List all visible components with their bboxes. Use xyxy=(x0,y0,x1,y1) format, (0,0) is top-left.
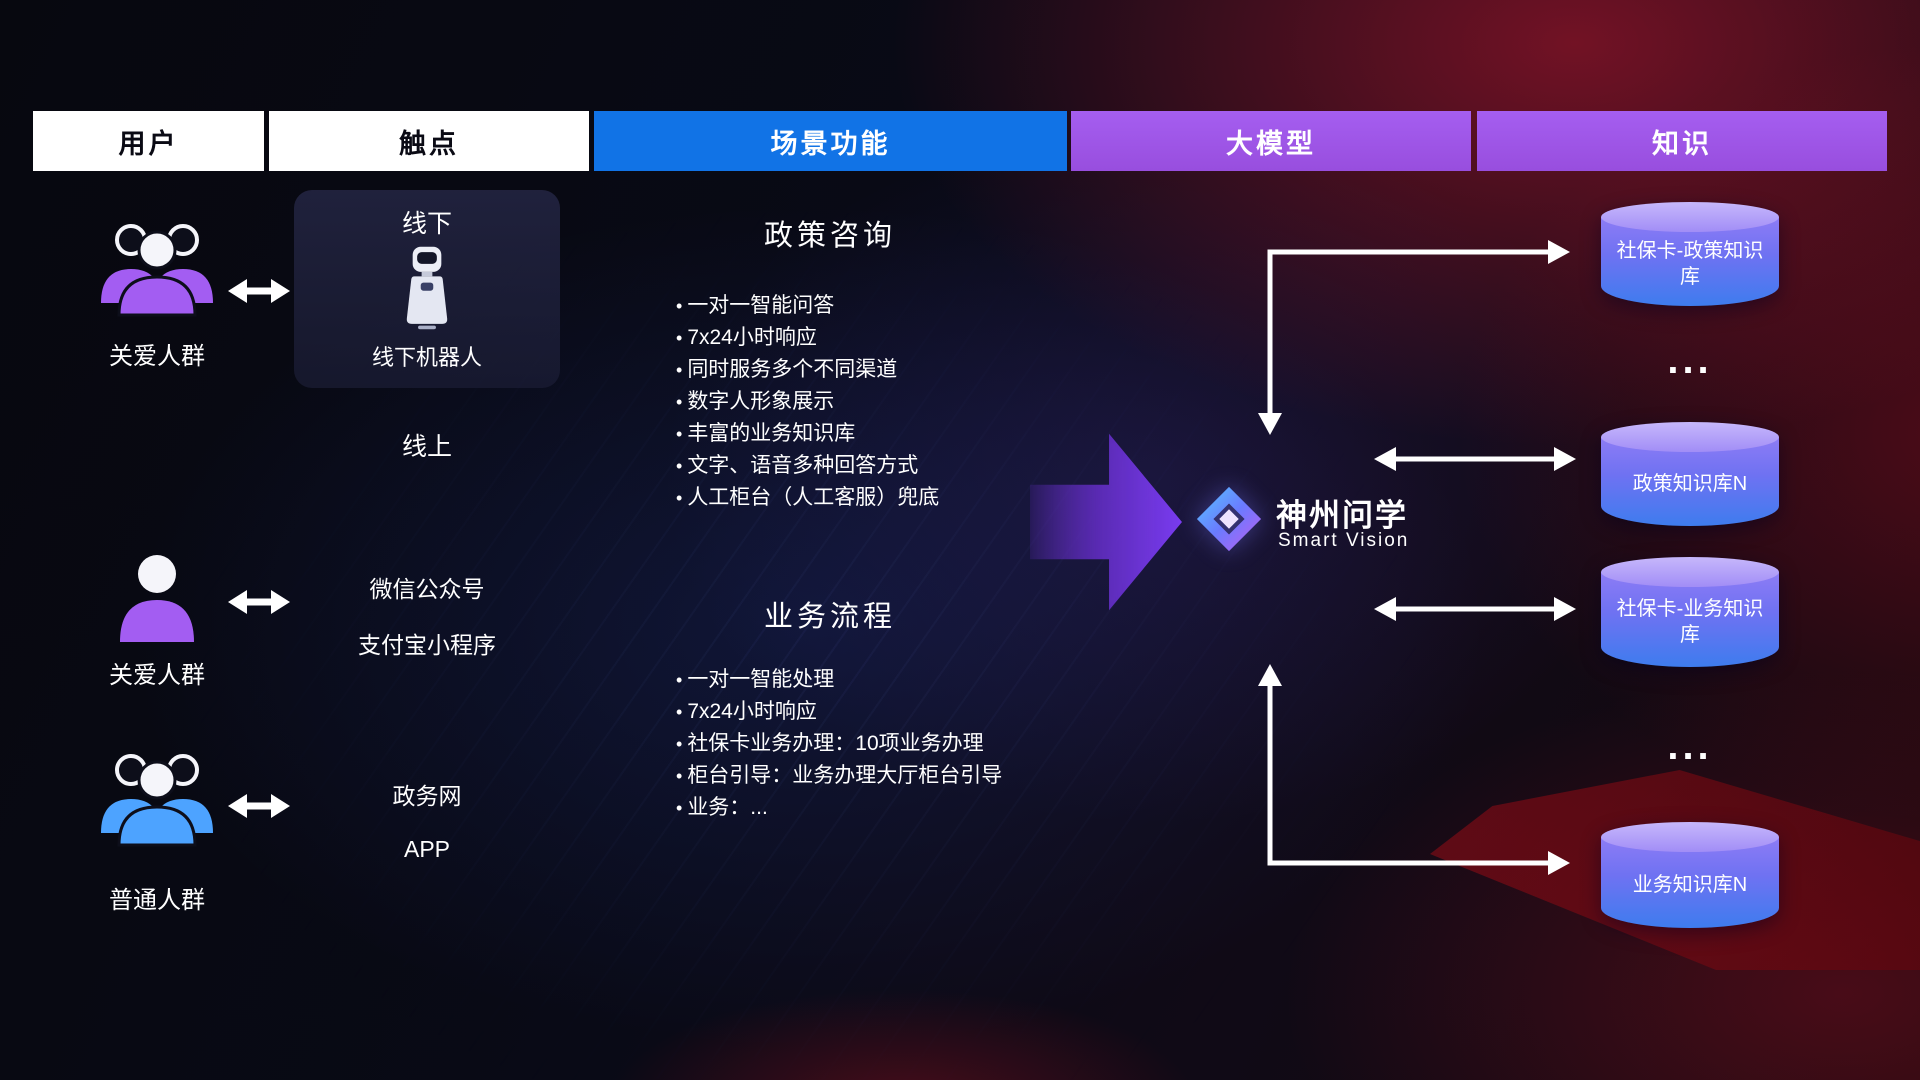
arrow-model-db3-icon xyxy=(1374,597,1576,621)
database-policy-sscard-icon: 社保卡-政策知识库 xyxy=(1601,202,1779,306)
group-users-purple-icon xyxy=(97,215,217,319)
feature-item: 数字人形象展示 xyxy=(676,386,939,418)
database-label: 社保卡-业务知识库 xyxy=(1616,598,1764,646)
database-policy-n-icon: 政策知识库N xyxy=(1601,422,1779,526)
channel-wechat: 微信公众号 xyxy=(369,576,485,602)
offline-touchpoint-card: 线下 线下机器人 xyxy=(294,190,560,388)
feature-item: 同时服务多个不同渠道 xyxy=(676,354,939,386)
arrow-model-db1-icon xyxy=(1258,240,1570,435)
scenario-business-title: 业务流程 xyxy=(763,601,897,633)
database-top xyxy=(1601,202,1779,232)
ellipsis-top: ... xyxy=(1667,338,1713,382)
channel-app: APP xyxy=(403,836,451,862)
column-header-model: 大模型 xyxy=(1071,111,1471,171)
flow-arrow-icon xyxy=(1030,433,1182,611)
scenario-policy-title: 政策咨询 xyxy=(763,220,897,252)
feature-item: 7x24小时响应 xyxy=(676,322,939,354)
feature-item: 业务：... xyxy=(676,792,1002,824)
database-business-sscard-icon: 社保卡-业务知识库 xyxy=(1601,557,1779,667)
database-top xyxy=(1601,557,1779,587)
channel-govweb: 政务网 xyxy=(392,783,462,809)
database-top xyxy=(1601,422,1779,452)
arrow-user3-touch-icon xyxy=(228,794,290,818)
column-header-users: 用户 xyxy=(33,111,264,171)
arrow-user2-touch-icon xyxy=(228,590,290,614)
offline-title: 线下 xyxy=(401,210,452,238)
database-body xyxy=(1601,837,1779,928)
column-header-touchpoints: 触点 xyxy=(269,111,589,171)
single-user-purple-icon xyxy=(112,548,202,644)
feature-item: 7x24小时响应 xyxy=(676,696,1002,728)
database-label: 政策知识库N xyxy=(1632,473,1748,495)
diamond-logo-icon xyxy=(1194,484,1264,554)
user-general-label: 普通人群 xyxy=(109,887,205,914)
database-business-n-icon: 业务知识库N xyxy=(1601,822,1779,928)
feature-item: 一对一智能处理 xyxy=(676,664,1002,696)
column-header-knowledge: 知识 xyxy=(1477,111,1887,171)
arrow-model-db4-icon xyxy=(1258,664,1570,875)
arrow-model-db2-icon xyxy=(1374,447,1576,471)
feature-item: 丰富的业务知识库 xyxy=(676,418,939,450)
database-label: 社保卡-政策知识库 xyxy=(1616,240,1764,288)
ellipsis-bottom: ... xyxy=(1667,724,1713,768)
online-title: 线上 xyxy=(401,433,453,461)
robot-icon xyxy=(398,245,456,336)
feature-item: 柜台引导：业务办理大厅柜台引导 xyxy=(676,760,1002,792)
feature-item: 社保卡业务办理：10项业务办理 xyxy=(676,728,1002,760)
user-single-label: 关爱人群 xyxy=(109,662,205,689)
database-label: 业务知识库N xyxy=(1632,874,1748,896)
model-name: 神州问学 xyxy=(1276,498,1408,533)
scenario-policy-list: 一对一智能问答 7x24小时响应 同时服务多个不同渠道 数字人形象展示 丰富的业… xyxy=(676,290,939,514)
channel-alipay: 支付宝小程序 xyxy=(358,632,496,658)
arrow-user1-touch-icon xyxy=(228,279,290,303)
feature-item: 人工柜台（人工客服）兜底 xyxy=(676,482,939,514)
column-header-scenarios: 场景功能 xyxy=(594,111,1067,171)
scenario-business-list: 一对一智能处理 7x24小时响应 社保卡业务办理：10项业务办理 柜台引导：业务… xyxy=(676,664,1002,824)
user-group-label: 关爱人群 xyxy=(109,343,205,370)
feature-item: 一对一智能问答 xyxy=(676,290,939,322)
group-users-blue-icon xyxy=(97,745,217,849)
offline-robot-label: 线下机器人 xyxy=(371,345,482,370)
model-subtitle: Smart Vision xyxy=(1278,530,1410,551)
database-body xyxy=(1601,572,1779,667)
feature-item: 文字、语音多种回答方式 xyxy=(676,450,939,482)
